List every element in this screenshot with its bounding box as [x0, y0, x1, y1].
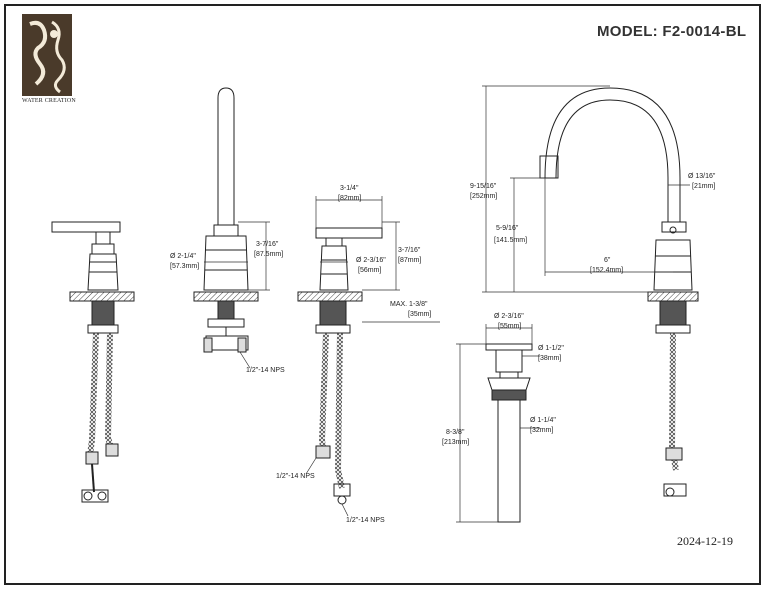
dim-tip-dia-mm: [21mm] — [692, 183, 715, 190]
dim-drain-top-mm: [55mm] — [498, 323, 521, 330]
handle-side-view — [51, 221, 135, 503]
dim-drain-body-mm: [38mm] — [538, 355, 561, 362]
dim-drain-len-mm: [213mm] — [442, 439, 469, 446]
dim-tip-dia-in: Ø 13/16" — [688, 173, 716, 180]
logo-text: WATER CREATION — [22, 98, 76, 104]
dim-handle-dia-mm: [56mm] — [358, 267, 381, 274]
handle-front-view — [297, 227, 383, 505]
spout-side-view — [193, 87, 259, 353]
dim-drain-len-in: 8-3/8" — [446, 429, 465, 436]
dim-reach-mm: [152.4mm] — [590, 267, 623, 274]
dim-spout-clear-in: 5-9/16" — [496, 225, 519, 232]
dim-max-mm: [35mm] — [408, 311, 431, 318]
dim-total-height-mm: [252mm] — [470, 193, 497, 200]
dim-drain-top-in: Ø 2-3/16" — [494, 313, 524, 320]
drawing-frame — [4, 4, 761, 585]
dim-nps-handle-b: 1/2"-14 NPS — [346, 517, 385, 524]
dimension-labels: 3-7/16" [87.5mm] Ø 2-1/4" [57.3mm] 3-1/4… — [170, 173, 716, 524]
dim-handle-width-mm: [82mm] — [338, 195, 361, 202]
dim-max-in: MAX. 1-3/8" — [390, 301, 428, 308]
dim-nps-handle-a: 1/2"-14 NPS — [276, 473, 315, 480]
dim-reach-in: 6" — [604, 257, 611, 264]
dim-handle-height-mm: [87mm] — [398, 257, 421, 264]
dim-nps-spout: 1/2"-14 NPS — [246, 367, 285, 374]
dim-total-height-in: 9-15/16" — [470, 183, 497, 190]
logo-figure-icon — [22, 14, 72, 96]
dimension-lines — [204, 85, 690, 523]
dim-spout-dia-mm: [57.3mm] — [170, 263, 199, 270]
dim-spout-height-in: 3-7/16" — [256, 241, 279, 248]
dim-tail-dia-in: Ø 1-1/4" — [530, 417, 556, 424]
dim-spout-clear-mm: [141.5mm] — [494, 237, 527, 244]
dim-drain-body-in: Ø 1-1/2" — [538, 345, 564, 352]
dim-spout-dia-in: Ø 2-1/4" — [170, 253, 196, 260]
brand-logo: WATER CREATION — [22, 14, 76, 108]
model-title: MODEL: F2-0014-BL — [597, 23, 747, 40]
dim-handle-height-in: 3-7/16" — [398, 247, 421, 254]
dim-handle-width-in: 3-1/4" — [340, 185, 359, 192]
dim-spout-height-mm: [87.5mm] — [254, 251, 283, 258]
drain-view — [485, 343, 533, 523]
dim-tail-dia-mm: [32mm] — [530, 427, 553, 434]
drawing-date: 2024-12-19 — [677, 534, 733, 548]
dim-handle-dia-in: Ø 2-3/16" — [356, 257, 386, 264]
